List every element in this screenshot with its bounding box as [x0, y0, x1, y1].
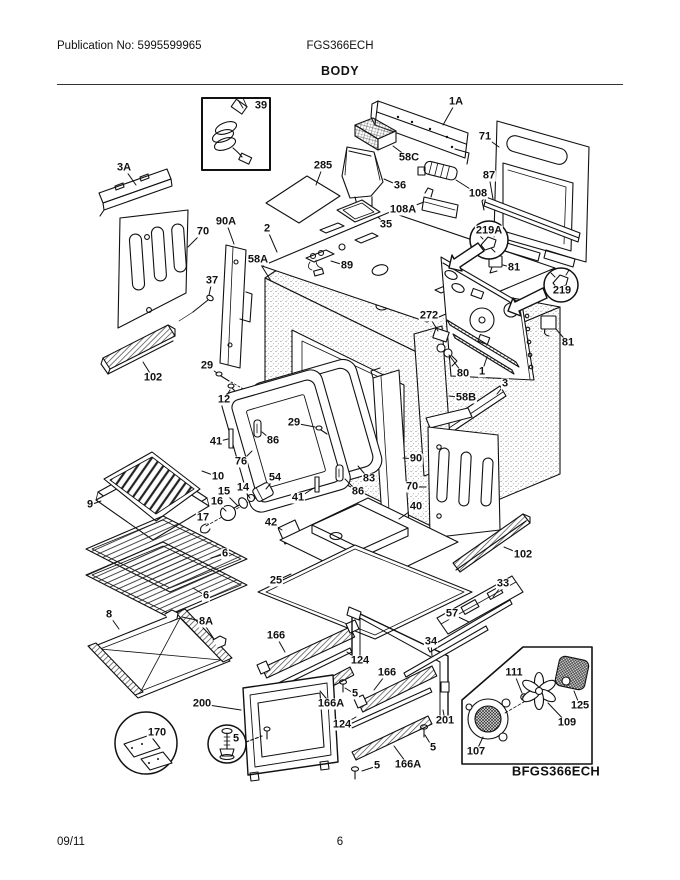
part-drawer-frame-201 — [346, 606, 450, 725]
part-rail-102-left — [100, 324, 176, 375]
part-top-rail-1a — [370, 100, 470, 165]
part-oven-bottom-40 — [279, 497, 459, 585]
part-frame-35 — [336, 199, 381, 223]
part-left-panel-70 — [117, 209, 189, 329]
part-sheet-285 — [265, 175, 341, 224]
footer-date: 09/11 — [57, 836, 85, 848]
part-latch-86-top — [253, 419, 262, 438]
inset-model-label: BFGS366ECH — [511, 763, 601, 779]
part-broil-insert-10 — [103, 451, 201, 522]
part-rail-34 — [403, 625, 489, 678]
model-number: FGS366ECH — [306, 40, 374, 52]
arrow-219 — [507, 287, 548, 317]
footer-page-number: 6 — [336, 836, 344, 848]
part-heater-108 — [417, 160, 458, 181]
part-roller-80 — [443, 348, 458, 367]
part-rail-102-right — [452, 513, 531, 573]
part-filter-58c — [354, 117, 397, 151]
part-screw-29 — [215, 371, 248, 392]
part-drawer-frame-200 — [242, 674, 339, 782]
page-title: BODY — [320, 64, 360, 78]
part-pin-41-bottom — [314, 476, 320, 493]
part-fan-blade-109 — [522, 671, 556, 711]
part-bracket-108a — [421, 187, 459, 219]
part-rear-panel-71 — [493, 120, 590, 268]
part-back-panel-1 — [440, 256, 535, 381]
part-slide-166a-right — [351, 715, 433, 761]
part-screw-5 — [338, 679, 429, 780]
part-rail-57 — [427, 599, 513, 653]
part-bracket-3a — [98, 168, 173, 217]
fan-inset-box — [461, 646, 593, 765]
detail-circle-219 — [543, 267, 579, 303]
part-fan-motor-125 — [554, 655, 590, 691]
part-screw-29-inner — [315, 425, 328, 435]
part-clip-81-right — [540, 315, 557, 337]
part-clip-272 — [432, 327, 450, 353]
part-screw-37 — [178, 294, 214, 322]
publication-number: Publication No: 5995599965 — [57, 40, 202, 52]
header-rule — [57, 84, 623, 85]
part-thermostat-89 — [305, 249, 335, 277]
part-vent-duct-36 — [341, 146, 384, 207]
part-pin-41-left — [228, 428, 234, 449]
part-brace-90a — [219, 244, 253, 369]
part-latch-86-bottom — [335, 464, 344, 482]
part-drawer-pan-8 — [87, 608, 233, 699]
part-right-panel-70 — [425, 407, 501, 539]
part-bottom-sheet-25 — [257, 544, 473, 640]
part-power-cord-39 — [201, 97, 271, 171]
arrow-219a — [448, 242, 485, 272]
detail-circle-170 — [114, 711, 178, 775]
part-clip-8a — [164, 609, 227, 649]
